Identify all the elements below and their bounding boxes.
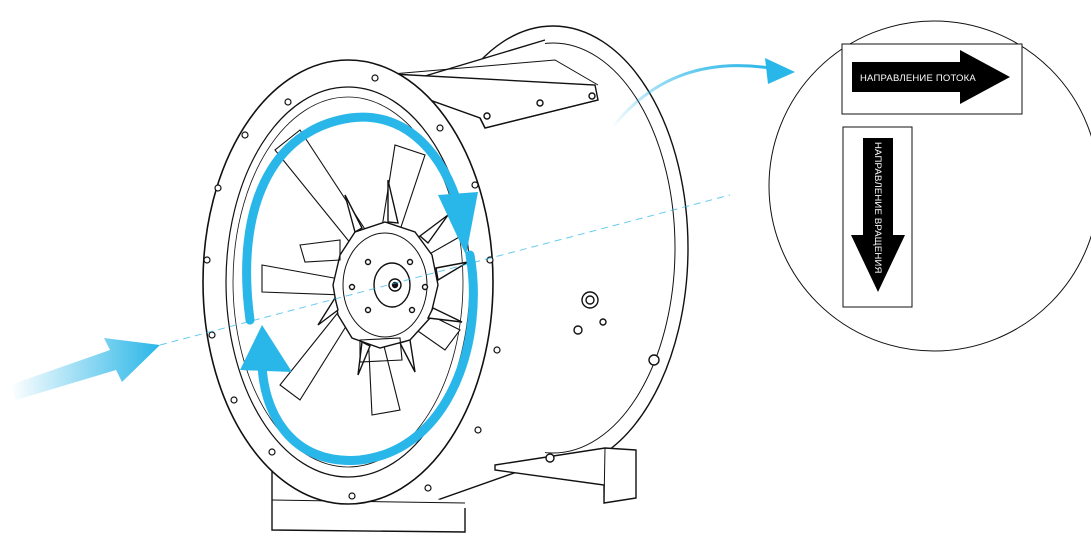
rear-support-leg [494, 447, 637, 504]
rotation-direction-plate: НАПРАВЛЕНИЕ ВРАЩЕНИЯ [842, 126, 913, 308]
rotation-arrows [242, 112, 478, 465]
motor-bracket [299, 239, 403, 363]
flow-direction-label: НАПРАВЛЕНИЕ ПОТОКА [860, 73, 976, 84]
flange-bolt-holes [203, 74, 501, 500]
inflow-arrow [10, 338, 160, 400]
airflow-axis-line [159, 194, 731, 346]
rotation-arrow-bottom [257, 250, 478, 465]
rotation-direction-label: НАПРАВЛЕНИЕ ВРАЩЕНИЯ [872, 142, 883, 274]
callout-arrow [610, 58, 795, 129]
rotation-arrowheads [240, 192, 478, 372]
callout-magnifier: НАПРАВЛЕНИЕ ПОТОКА НАПРАВЛЕНИЕ ВРАЩЕНИЯ [768, 20, 1091, 352]
arrow-down-icon [851, 138, 905, 292]
rotation-arrow-top [242, 112, 463, 325]
arrow-right-icon [852, 50, 1010, 104]
impeller-hub [317, 179, 469, 376]
flow-direction-plate: НАПРАВЛЕНИЕ ПОТОКА [841, 43, 1023, 115]
